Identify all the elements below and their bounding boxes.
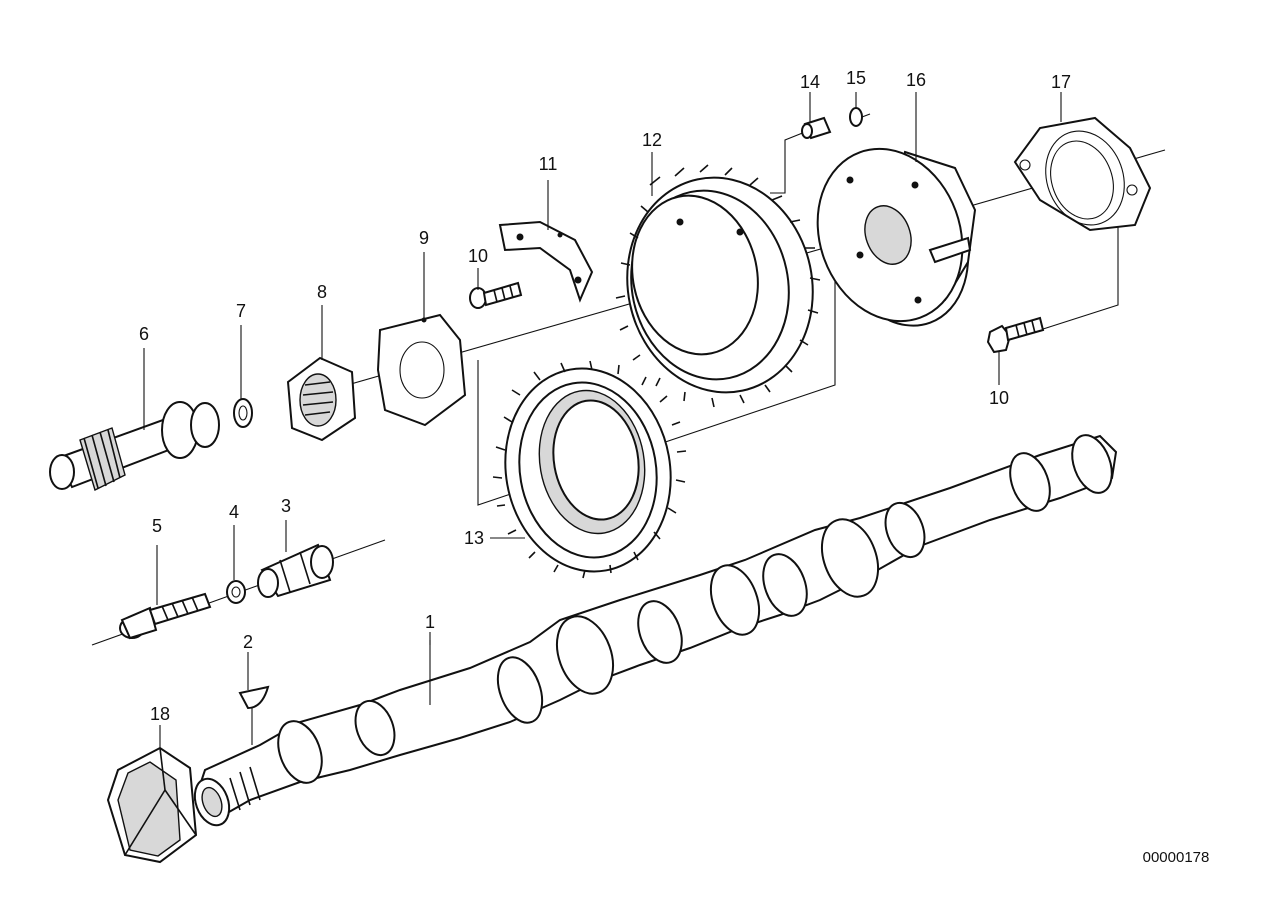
- label-part-6: 6: [139, 324, 149, 344]
- sprocket-12: [615, 164, 821, 408]
- label-part-16: 16: [906, 70, 926, 90]
- part-labels: 1 2 3 4 5 6 7 8 9 10 10 11 12 13 14 15 1…: [139, 68, 1071, 724]
- label-leaders: [143, 92, 1062, 750]
- gasket-17: [1013, 116, 1152, 232]
- bolt-10-upper: [469, 281, 523, 309]
- sleeve-3: [257, 543, 334, 598]
- label-part-5: 5: [152, 516, 162, 536]
- label-part-12: 12: [642, 130, 662, 150]
- dowel-pin-14: [801, 116, 832, 140]
- woodruff-key-2: [238, 685, 270, 745]
- washer-7: [233, 398, 253, 428]
- pin14-leader-line: [770, 131, 806, 194]
- label-part-10-upper: 10: [468, 246, 488, 266]
- cap-nut-18: [106, 746, 198, 864]
- camshaft-1: [193, 434, 1118, 827]
- label-part-18: 18: [150, 704, 170, 724]
- label-part-3: 3: [281, 496, 291, 516]
- washer-4: [226, 580, 246, 604]
- washer-4-hole: [231, 586, 241, 598]
- label-part-7: 7: [236, 301, 246, 321]
- bolt-5: [119, 592, 212, 640]
- washer-7-hole: [238, 405, 248, 421]
- circlip-15: [849, 107, 871, 127]
- drive-gear-6: [49, 401, 220, 491]
- label-part-15: 15: [846, 68, 866, 88]
- nut-8: [286, 356, 357, 442]
- diagram-code: 00000178: [1143, 849, 1210, 866]
- label-part-2: 2: [243, 632, 253, 652]
- sprocket-13: [492, 360, 687, 579]
- label-part-1: 1: [425, 612, 435, 632]
- label-part-8: 8: [317, 282, 327, 302]
- label-part-11: 11: [539, 154, 558, 174]
- segment-plate-11: [498, 220, 594, 303]
- label-part-4: 4: [229, 502, 239, 522]
- plate-9: [376, 313, 467, 427]
- bolt10-right-leader-line: [1039, 208, 1119, 331]
- label-part-9: 9: [419, 228, 429, 248]
- label-part-17: 17: [1051, 72, 1071, 92]
- flange-hub-16: [816, 147, 977, 327]
- label-part-10-right: 10: [989, 388, 1009, 408]
- label-part-14: 14: [800, 72, 820, 92]
- label-part-13: 13: [464, 528, 484, 548]
- bolt-10-right: [986, 316, 1045, 354]
